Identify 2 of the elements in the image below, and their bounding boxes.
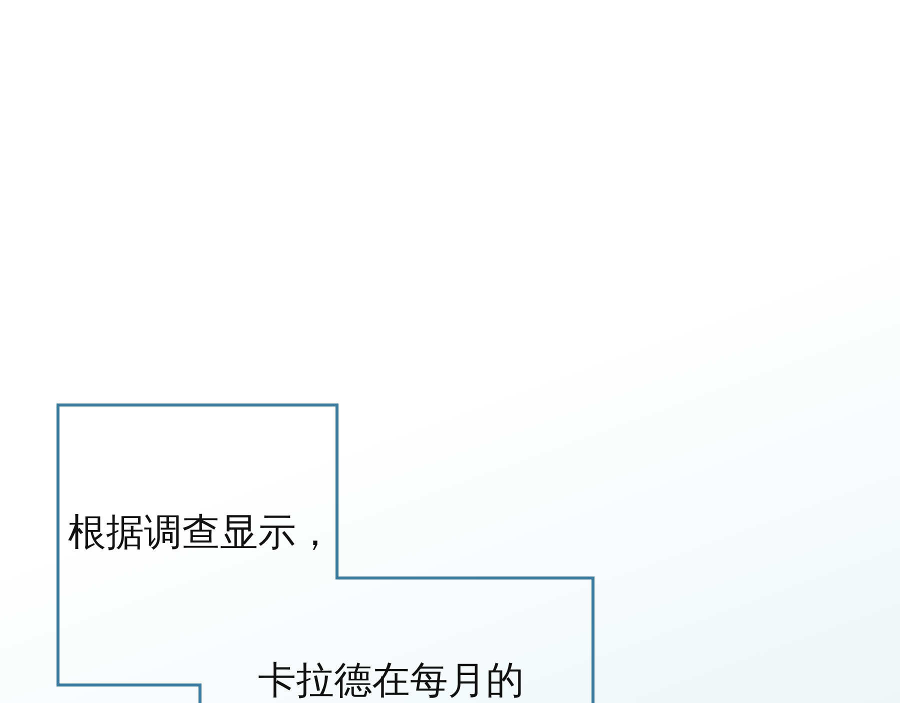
- narration-text: 卡拉德在每月的: [258, 660, 524, 702]
- narration-text: 根据调查显示，: [68, 512, 334, 554]
